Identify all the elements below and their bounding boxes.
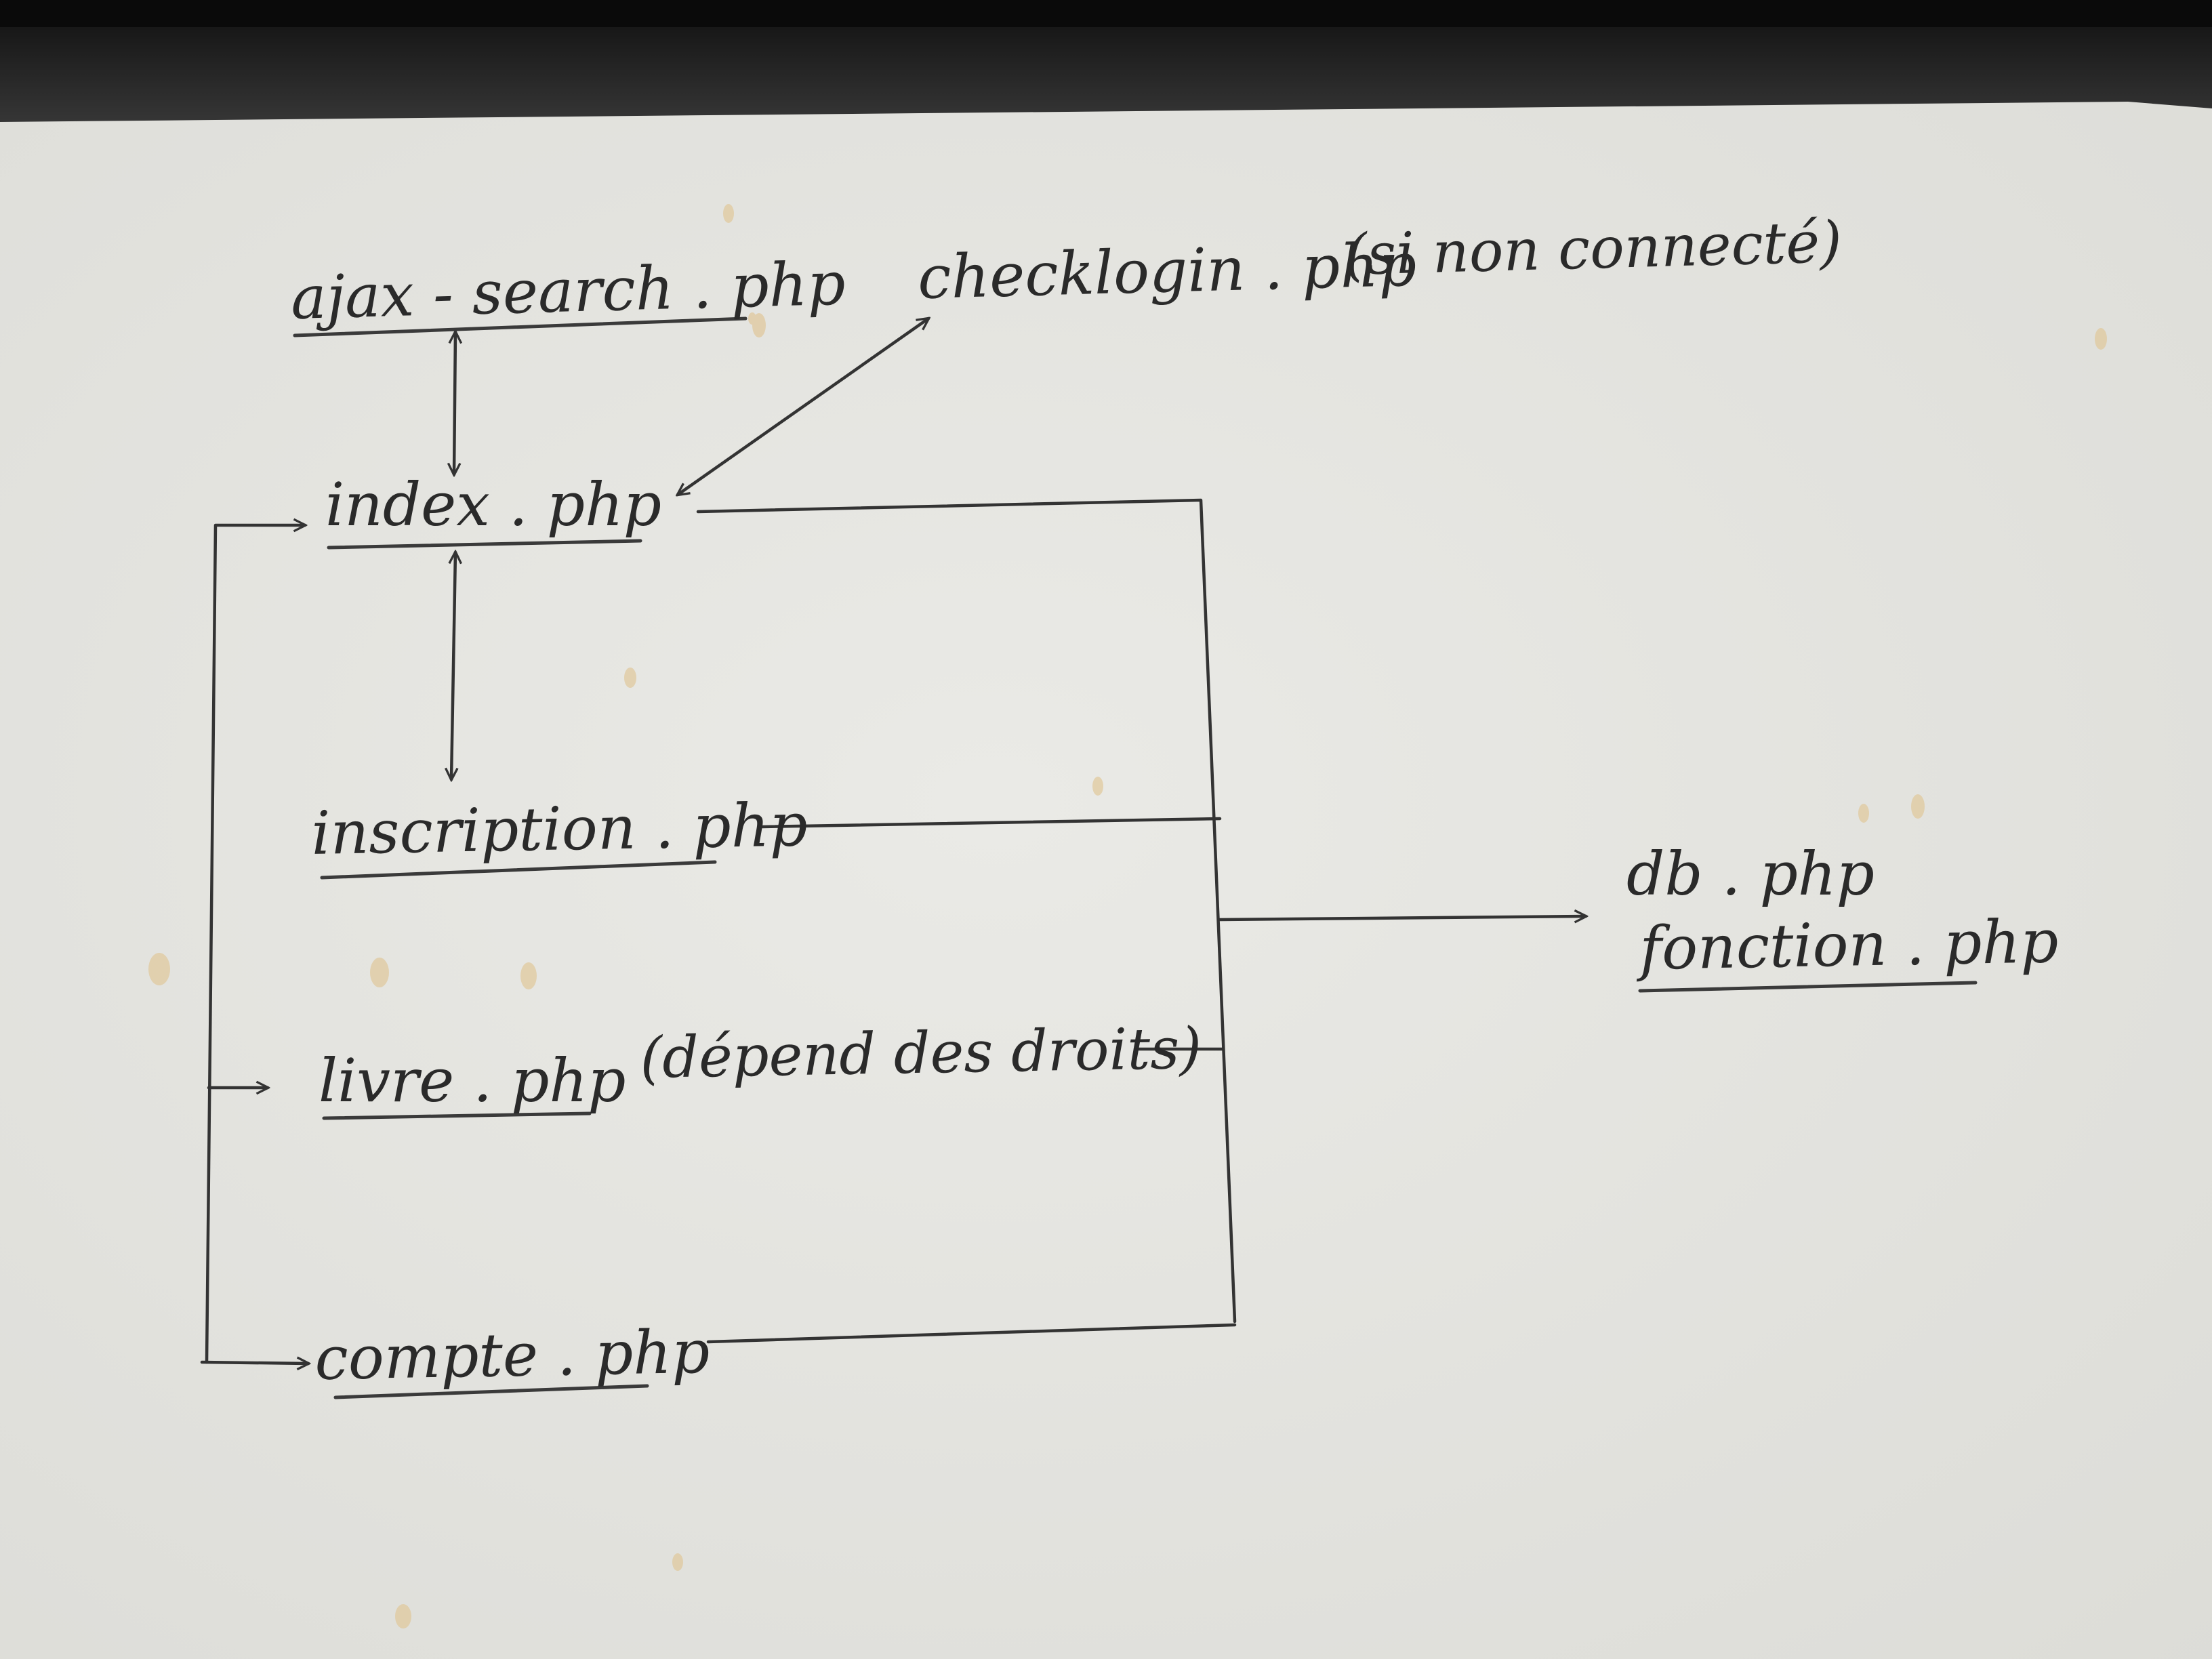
connectors: [200, 319, 1586, 1364]
edge-bus-db: [1218, 916, 1586, 920]
node-index: index . php: [325, 470, 661, 539]
top-frame-edge: [0, 0, 2212, 27]
edge-index-inscription: [451, 552, 455, 779]
node-ajax-search: ajax - search . php: [290, 249, 846, 333]
underlines: [293, 316, 1978, 1399]
node-fonction: fonction . php: [1635, 906, 2060, 983]
note-livre: (dépend des droits): [640, 1015, 1202, 1091]
edge-left-bus-compte: [200, 1362, 308, 1364]
node-livre: livre . php: [319, 1046, 626, 1115]
node-checklogin: checklogin . php: [917, 230, 1418, 312]
node-labels: ajax - search . php checklogin . php (si…: [290, 209, 2059, 1393]
node-inscription: inscription . php: [311, 790, 808, 868]
edge-left-bus-index: [205, 525, 305, 1364]
note-checklogin: (si non connecté): [1344, 209, 1843, 288]
edge-index-checklogin: [678, 319, 928, 495]
edge-ajax-index: [454, 332, 455, 474]
paper-stains: [148, 204, 2107, 1629]
node-compte: compte . php: [314, 1317, 710, 1393]
edge-compte-bus: [706, 1323, 1237, 1344]
node-db: db . php: [1626, 839, 1875, 909]
edge-inscription-bus: [760, 817, 1222, 829]
paper-sheet: [0, 102, 2212, 1659]
